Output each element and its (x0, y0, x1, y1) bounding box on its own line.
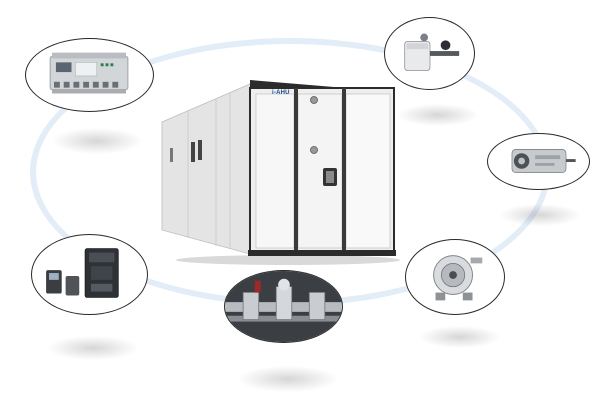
frequency-drive-bubble[interactable] (31, 234, 148, 315)
valve-assembly-bubble[interactable] (224, 270, 343, 343)
ahu-label: i-AHU (272, 90, 290, 96)
sensor-bubble[interactable] (384, 17, 475, 90)
frequency-drive-icon (46, 248, 119, 298)
plc-controller-icon (49, 52, 129, 94)
bubble-shadow (500, 204, 580, 226)
valve-assembly-icon (225, 271, 342, 342)
pressure-switch-bubble[interactable] (405, 239, 505, 315)
actuator-bubble[interactable] (487, 133, 590, 190)
bubble-shadow (238, 366, 338, 392)
damper-actuator-icon (511, 149, 576, 173)
bubble-shadow (48, 336, 138, 360)
controller-bubble[interactable] (25, 38, 154, 112)
pressure-switch-icon (433, 255, 483, 301)
duct-sensor-icon (404, 33, 460, 71)
bubble-shadow (398, 104, 478, 126)
bubble-shadow (52, 128, 142, 154)
bubble-shadow (420, 326, 500, 348)
air-handling-unit-image (161, 80, 400, 265)
